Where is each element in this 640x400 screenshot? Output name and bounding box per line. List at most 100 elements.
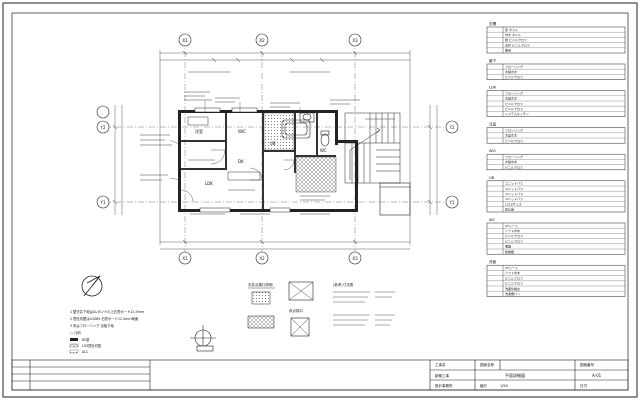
finish-row-text: ユニットバス [505,191,523,196]
grid-label: X1 [182,38,188,43]
finish-row-text: ユニットバス [505,181,523,186]
room-label-ldk: LDK [205,181,213,186]
north-arrow [81,275,103,297]
office-label: 設計事務所 [435,383,453,388]
finish-row-text: ビニルクロス [505,164,523,169]
finish-section-box [486,153,626,171]
grid-label: X3 [352,38,358,43]
leader-lines [169,100,301,181]
grid-label: X1 [182,256,188,261]
room-label-western: 洋室 [195,128,203,134]
legend-label: RC壁 [82,337,90,342]
finish-row-text: フローリング [505,154,523,159]
number-label: 図面番号 [580,362,594,367]
number-value: A-01 [592,373,602,378]
finish-section-title: 洋室 [489,122,497,127]
finish-row-text: 備考 [505,48,511,53]
note-line: 2 間仕切壁はLGS65 石膏ボード12.5mm両面 [70,316,139,321]
finish-row-text: ソフト巾木 [505,270,520,275]
windows [194,107,291,213]
closet-shelf [187,116,209,126]
grid-label: Y2 [100,125,106,130]
finish-section-box [486,26,626,54]
finish-row-text: ビニルクロス [505,238,523,243]
finish-row-text: 木製巾木 [505,159,517,164]
finish-row-text: 換気扇 [505,207,514,212]
drawing-value: 平面詳細図 [505,372,525,378]
finish-row-text: ビニルクロス [505,106,523,111]
general-notes: 1 壁天井下地はGLボンドの上石膏ボード12.5mm 2 間仕切壁はLGS65 … [69,309,144,354]
finish-row-text: 便器 [505,244,511,249]
finish-row-text: 木製巾木 [505,96,517,101]
finish-section-box [486,63,626,80]
finish-row-text: 木製巾木 [505,133,517,138]
interior-walls [181,113,336,209]
grid-label: X2 [259,38,265,43]
finish-row-text: CFシート [505,266,518,270]
finish-row-text: CFシート [505,224,518,228]
finish-section-title: 洗面 [489,259,497,264]
finish-section-box [486,90,626,117]
finish-row-text: ビニルクロス [505,233,523,238]
finish-row-text: 木製巾木 [505,69,517,74]
finish-row-text: ビニルクロス [505,275,523,280]
scale-value: 1/50 [500,384,508,388]
finish-row-text: ビニルクロス [505,74,523,79]
finish-row-text: 洗面化粧台 [505,286,520,291]
finish-section-title: LDK [489,86,497,90]
finish-row-text: 壁 ビニルクロス [505,37,527,42]
dimension-ticks [112,50,433,245]
grid-label: Y2 [449,125,455,130]
detail-ceiling-hatch: 天井点検口詳細 [247,282,275,329]
legend-swatch-alc [69,349,79,354]
grid-bubbles-left: Y2 Y1 [96,105,110,209]
detail-title: (参考)寸法表 [333,282,354,287]
room-label-wic: WIC [238,129,246,134]
room-label-ub: UB [270,141,276,146]
staircase [344,112,401,184]
finish-row-text: フローリング [505,90,523,95]
grid-label: Y1 [449,200,455,205]
tile-floor-area [295,156,337,193]
grid-label: X2 [259,256,265,261]
finish-row-text: 床 タイル [505,27,518,32]
finish-section-title: 廊下 [489,58,497,63]
scale-label: 縮尺 [480,383,488,388]
detail-floor-hatch: 床点検口 [288,281,314,337]
room-label-wc: WC [320,148,327,153]
grid-bubbles-bottom: X1 X2 X3 [178,251,362,265]
finish-row-text: 洗濯機パン [505,291,520,296]
wash-basin [299,112,315,123]
detail-title: 床点検口 [289,308,303,313]
bathtub [281,119,311,139]
room-label-dk: DK [238,159,244,164]
project-value: 新築工事 [435,373,449,378]
note-line: 1 壁天井下地はGLボンドの上石膏ボード12.5mm [70,309,144,314]
grid-label: X3 [352,256,358,261]
finish-row-text: システムキッチン [505,111,529,116]
finish-section-title: 玄関 [489,21,497,26]
detail-dimension-table: (参考)寸法表 [333,282,395,326]
detail-title: 天井点検口詳細 [248,282,273,287]
exterior-walls [178,110,358,212]
grid-bubbles-top: X1 X2 X3 [178,33,362,47]
finish-section-title: WIC [489,149,497,153]
kitchen-counter [227,171,261,181]
grid-label: Y1 [100,200,106,205]
dimension-lines [114,50,438,250]
finish-row-text: 紙巻器 [505,249,514,254]
finish-row-text: フローリング [505,127,523,132]
legend-swatch-lgs [69,343,79,348]
legend-label: LGS間仕切壁 [82,343,102,348]
drawing-label: 図面名称 [480,362,494,367]
finish-row-text: ソフト巾木 [505,228,520,233]
